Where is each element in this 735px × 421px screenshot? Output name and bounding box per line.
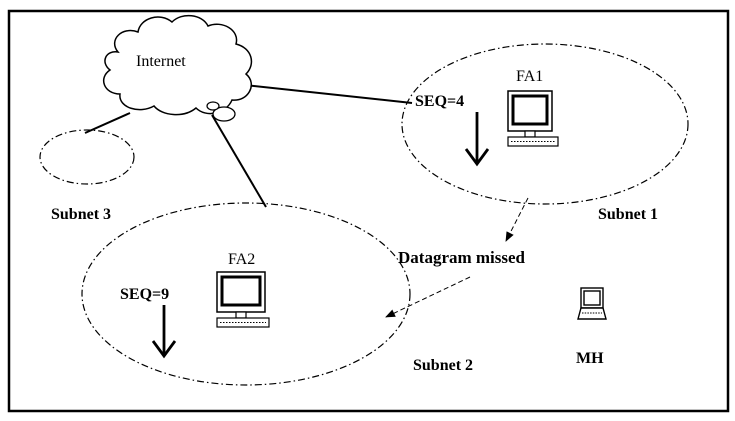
down-arrow-icon	[464, 112, 490, 167]
datagram-missed-label: Datagram missed	[398, 248, 526, 267]
fa2-label: FA2	[228, 251, 255, 268]
seq-fa1-label: SEQ=4	[415, 93, 464, 110]
mh-label: MH	[576, 350, 604, 367]
laptop-icon	[577, 287, 607, 320]
subnet-1-boundary	[401, 43, 689, 205]
subnet-2-label: Subnet 2	[413, 357, 473, 374]
subnet-3-label: Subnet 3	[51, 206, 111, 223]
handoff-arrow-to-fa2	[385, 276, 471, 318]
internet-label: Internet	[136, 53, 186, 70]
cloud-icon	[102, 14, 253, 122]
subnet-1-label: Subnet 1	[598, 206, 658, 223]
desktop-computer-icon	[507, 90, 559, 147]
link-internet-subnet2	[211, 114, 267, 208]
down-arrow-icon	[151, 305, 177, 359]
seq-fa2-label: SEQ=9	[120, 286, 169, 303]
desktop-computer-icon	[216, 271, 270, 328]
link-internet-subnet3	[84, 112, 131, 134]
subnet-2-boundary	[81, 202, 411, 386]
diagram-frame	[7, 9, 730, 413]
subnet-3-boundary	[39, 129, 135, 185]
fa1-label: FA1	[516, 68, 543, 85]
link-internet-fa1	[244, 84, 413, 104]
handoff-arrow-to-datagram	[505, 197, 529, 242]
